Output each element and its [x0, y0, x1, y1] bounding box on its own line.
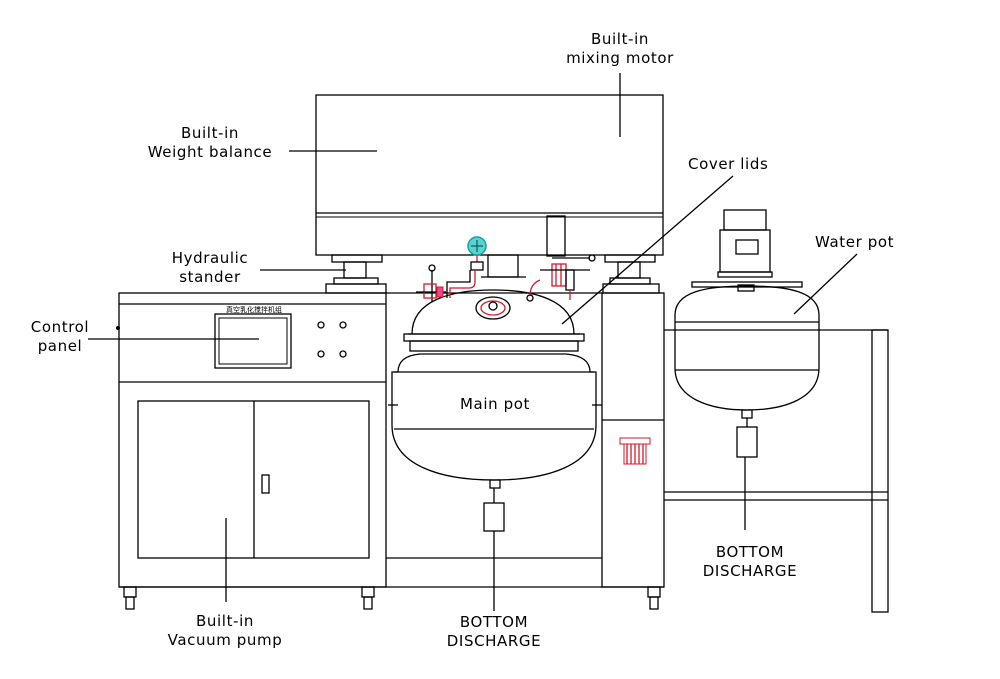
leader-lines — [88, 73, 858, 611]
pot-bay — [119, 292, 664, 588]
label-control-panel-line2: panel — [37, 337, 83, 355]
main-pot — [388, 289, 602, 532]
label-bottom-discharge-water-line1: BOTTOM — [715, 543, 785, 561]
label-hydraulic-stander-line1: Hydraulic — [171, 249, 249, 267]
lid-accessories — [416, 215, 596, 320]
water-pot — [664, 209, 889, 613]
label-vacuum-pump-line1: Built-in — [196, 612, 254, 630]
top-head-unit — [315, 94, 664, 256]
label-mixing-motor: Built-in mixing motor — [540, 30, 700, 68]
label-weight-balance: Built-in Weight balance — [130, 124, 290, 162]
label-bottom-discharge-water-line2: DISCHARGE — [702, 562, 798, 580]
panel-nameplate: 真空乳化搅拌机组 — [226, 306, 282, 314]
label-cover-lids: Cover lids — [688, 155, 769, 173]
label-mixing-motor-line2: mixing motor — [566, 49, 674, 67]
base-cabinet — [116, 292, 387, 588]
label-mixing-motor-line1: Built-in — [591, 30, 649, 48]
label-vacuum-pump: Built-in Vacuum pump — [150, 612, 300, 650]
label-bottom-discharge-main: BOTTOM DISCHARGE — [424, 613, 564, 651]
label-bottom-discharge-main-line1: BOTTOM — [459, 613, 529, 631]
feet — [123, 586, 661, 610]
label-hydraulic-stander-line2: stander — [179, 268, 241, 286]
right-column — [601, 292, 665, 588]
label-bottom-discharge-water: BOTTOM DISCHARGE — [680, 543, 820, 581]
label-weight-balance-line2: Weight balance — [147, 143, 273, 161]
label-hydraulic-stander: Hydraulic stander — [160, 249, 260, 287]
hydraulic-stander-right — [602, 254, 660, 294]
label-main-pot: Main pot — [460, 395, 530, 413]
label-water-pot: Water pot — [815, 233, 895, 251]
label-control-panel: Control panel — [20, 318, 100, 356]
center-shaft — [481, 254, 526, 278]
label-weight-balance-line1: Built-in — [181, 124, 239, 142]
label-control-panel-line1: Control — [30, 318, 90, 336]
label-vacuum-pump-line2: Vacuum pump — [167, 631, 283, 649]
label-bottom-discharge-main-line2: DISCHARGE — [446, 632, 542, 650]
hydraulic-stander-left — [325, 254, 387, 294]
